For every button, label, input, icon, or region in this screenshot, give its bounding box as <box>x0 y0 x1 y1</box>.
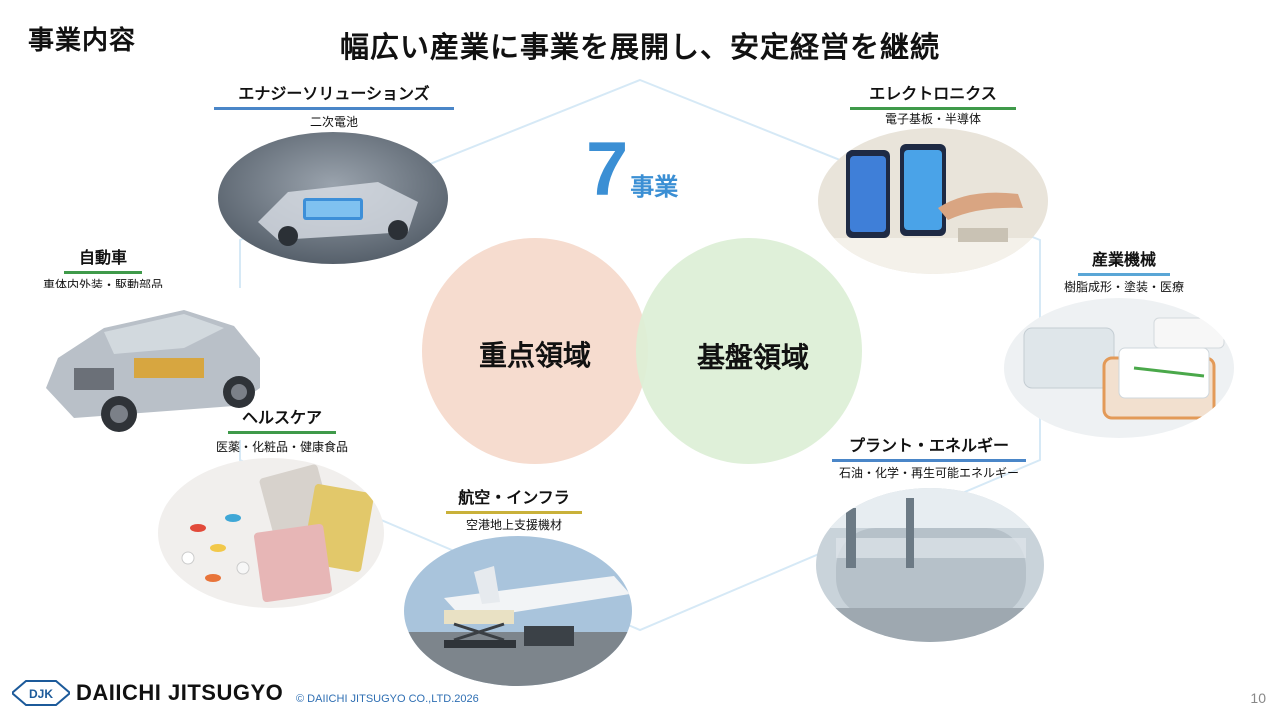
segment-title-energy: エナジーソリューションズ <box>214 80 454 110</box>
base-area-circle <box>636 238 862 464</box>
page-number: 10 <box>1250 690 1266 706</box>
segment-title-electronics: エレクトロニクス <box>850 80 1016 110</box>
page-headline: 幅広い産業に事業を展開し、安定経営を継続 <box>339 30 940 64</box>
djk-logo-mark: DJK <box>10 680 72 706</box>
copyright-notice: © DAIICHI JITSUGYO CO.,LTD.2026 <box>296 693 479 705</box>
segment-subtitle-plant-energy: 石油・化学・再生可能エネルギー <box>838 466 1019 480</box>
car-cutaway-photo <box>34 288 270 440</box>
base-area-label: 基盤領域 <box>696 341 809 374</box>
segment-title-machinery: 産業機械 <box>1078 246 1170 276</box>
segment-subtitle-machinery: 樹脂成形・塗装・医療 <box>1063 280 1184 294</box>
segment-title-healthcare: ヘルスケア <box>228 404 336 434</box>
segment-title-plant-energy: プラント・エネルギー <box>832 432 1026 462</box>
smartphones-photo <box>818 128 1048 274</box>
segment-subtitle-energy: 二次電池 <box>309 115 358 129</box>
plastic-trays-photo <box>1004 298 1234 438</box>
section-label: 事業内容 <box>28 26 137 56</box>
focus-area-label: 重点領域 <box>478 339 591 372</box>
business-count-unit: 事業 <box>630 173 679 201</box>
pills-photo <box>158 458 384 608</box>
business-count: 7事業 <box>586 132 678 208</box>
focus-area-circle <box>422 238 648 464</box>
logo-mark-text: DJK <box>29 687 53 701</box>
business-count-number: 7 <box>586 127 629 212</box>
segment-subtitle-electronics: 電子基板・半導体 <box>884 112 981 126</box>
segment-subtitle-aviation: 空港地上支援機材 <box>465 518 562 532</box>
logo-wordmark: DAIICHI JITSUGYO <box>76 680 284 705</box>
segment-subtitle-healthcare: 医薬・化粧品・健康食品 <box>215 440 348 454</box>
segment-title-aviation: 航空・インフラ <box>446 484 582 514</box>
aircraft-loader-photo <box>404 536 632 686</box>
plant-tank-photo <box>816 488 1044 642</box>
segment-title-automotive: 自動車 <box>64 244 142 274</box>
company-logo: DJK DAIICHI JITSUGYO <box>10 680 284 706</box>
car-battery-chassis-photo <box>218 132 448 264</box>
